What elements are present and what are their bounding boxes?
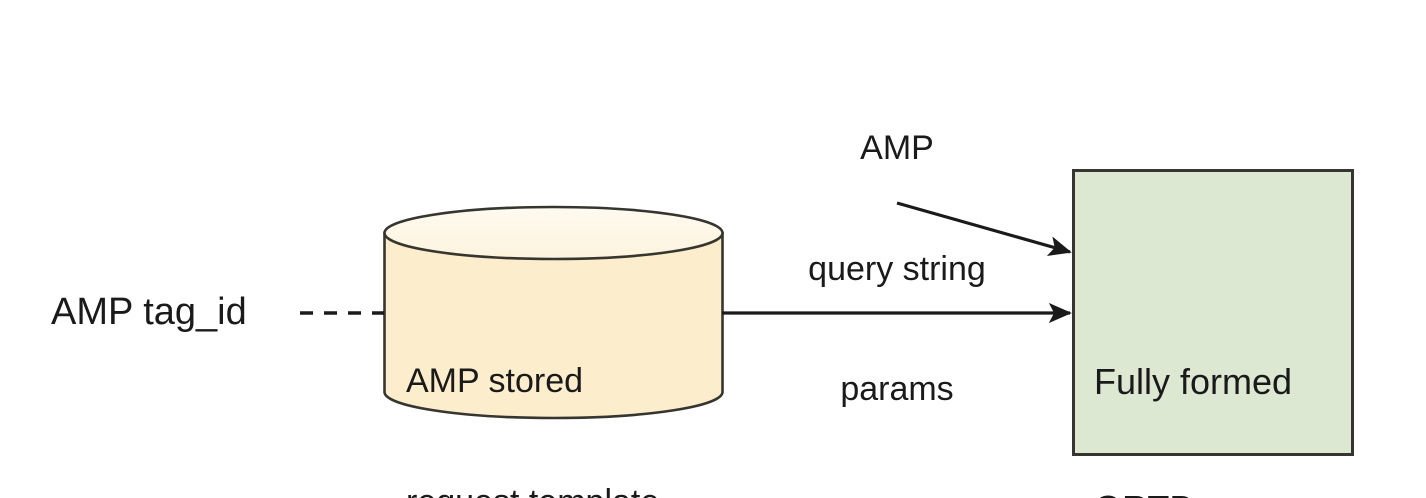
cylinder-top-ellipse (383, 205, 724, 261)
cylinder-label-line-1: AMP stored (406, 362, 584, 401)
cylinder-label-line-2: request template (406, 482, 659, 498)
annotation-line-2: query string (808, 249, 986, 288)
annotation-amp-query-string-params: AMP query string params (777, 48, 1017, 489)
cylinder-label: AMP stored request template (406, 281, 659, 498)
annotation-line-1: AMP (860, 129, 934, 168)
ortb-box-label-line-1: Fully formed (1094, 360, 1293, 402)
label-amp-tag-id: AMP tag_id (51, 291, 247, 333)
ortb-box-label: Fully formed ORTB (1094, 276, 1292, 498)
node-fully-formed-ortb[interactable] (1072, 169, 1354, 456)
ortb-box-shape (1072, 169, 1354, 456)
ortb-box-label-line-2: ORTB (1094, 488, 1292, 498)
annotation-line-3: params (840, 369, 954, 408)
edge-params-to-ortb (896, 201, 1072, 256)
cylinder-body-shape (383, 231, 724, 420)
node-amp-stored-request-template[interactable] (383, 205, 724, 420)
